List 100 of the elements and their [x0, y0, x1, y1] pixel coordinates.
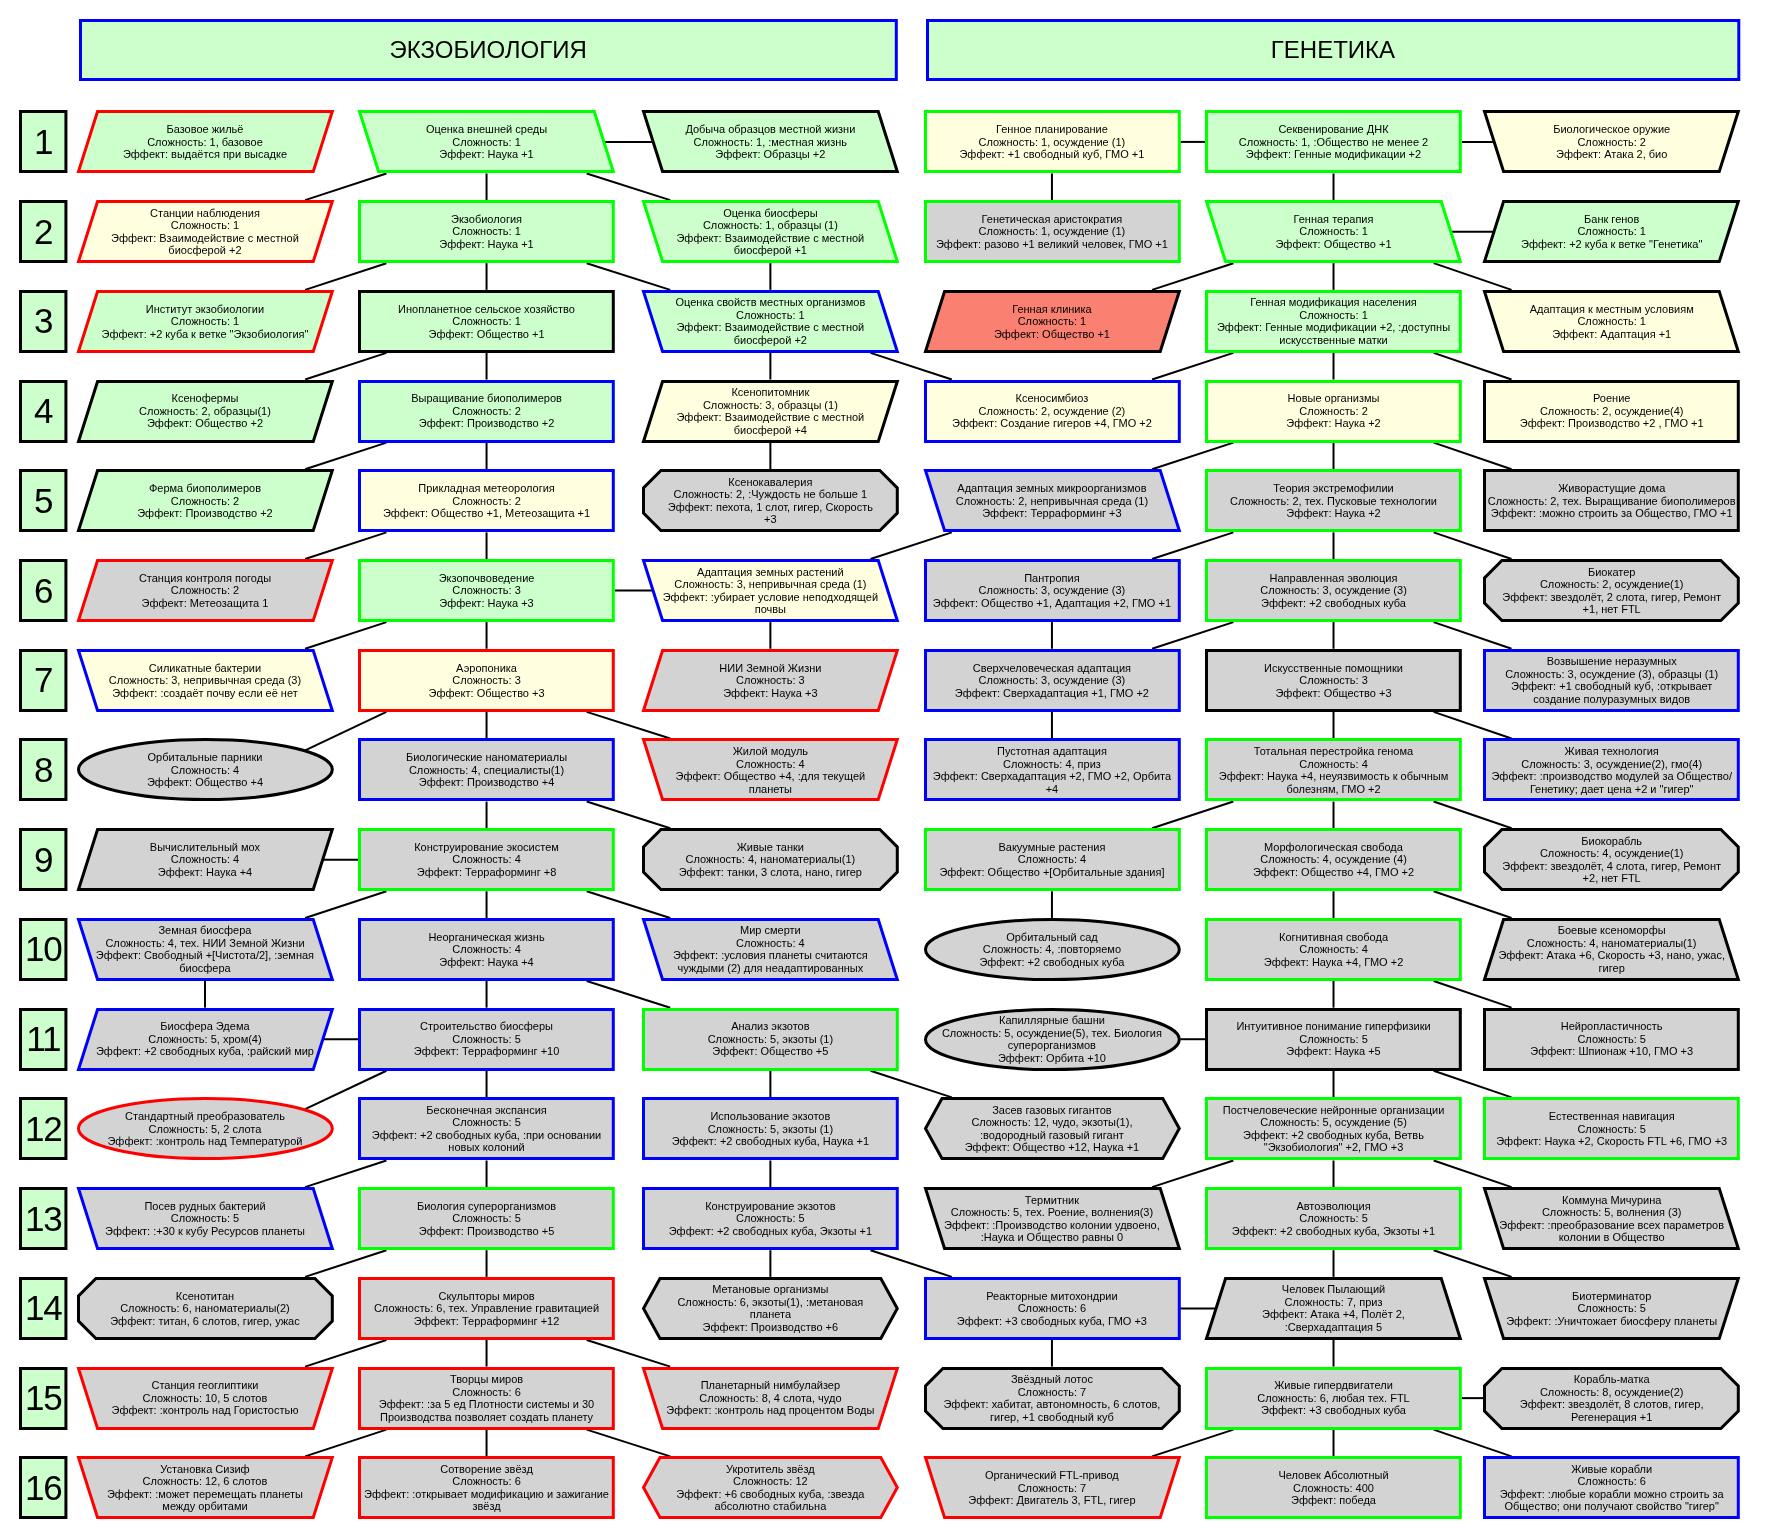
effect-text: Эффект: :может перемещать планеты между орбитами [105, 1487, 304, 1513]
cost-text: Сложность: 3 [736, 674, 805, 687]
tech-name: Искусственные помощники [1264, 661, 1403, 675]
tech-name: Укротитель звёзд [726, 1462, 815, 1476]
tech-name: Конструирование экзотов [705, 1199, 836, 1213]
tech-box [358, 917, 615, 981]
tech-name: Биологическое оружие [1553, 123, 1671, 136]
cost-text: Сложность: 3, непривычная среда (1) [674, 578, 867, 591]
effect-text: Эффект: +2 свободных куба [1261, 596, 1406, 610]
connector-line [769, 262, 772, 291]
cost-text: Сложность: 1 [170, 315, 240, 328]
effect-text: Эффект: звездолёт, 2 слота, гигер, Ремонт +1, нет FTL [1502, 590, 1722, 616]
connector-line [485, 621, 488, 650]
cost-text: Сложность: 4 [452, 853, 521, 866]
tech-name: Биокорабль [1581, 834, 1643, 848]
cost-text: Сложность: 2 [1299, 404, 1368, 418]
effect-text: Эффект: Атака +4, Полёт 2, :Сверхадаптация 5 [1261, 1308, 1406, 1334]
effect-text: Эффект: :+30 к кубу Ресурсов планеты [105, 1224, 305, 1238]
tech-trapezoid [1483, 1276, 1741, 1340]
connector-line [1332, 710, 1335, 740]
tech-name: Новые организмы [1287, 392, 1380, 405]
connector-line [485, 1069, 488, 1099]
tier-number: 11 [26, 1019, 61, 1060]
connector-line [1050, 621, 1053, 650]
effect-text: Эффект: Производство +5 [418, 1224, 555, 1238]
tech-name: Человек Абсолютный [1278, 1469, 1389, 1482]
connector-line [585, 262, 672, 291]
effect-text: Эффект: Наука +1 [439, 237, 534, 251]
effect-text: Эффект: хабитат, автономность, 6 слотов, гигер, +1 свободный куб [942, 1398, 1162, 1424]
connector-line [304, 441, 388, 471]
cost-text: Сложность: 3, осуждение(2), гмо(4) [1521, 757, 1703, 770]
tier-number: 10 [24, 929, 62, 970]
tech-name: Экзопочвоведение [438, 571, 535, 585]
tech-name: Анализ экзотов [731, 1020, 810, 1033]
tech-name: Тотальная перестройка генома [1253, 745, 1414, 758]
cost-text: Сложность: 4 [1017, 853, 1087, 866]
tier-number-box [19, 469, 68, 533]
cost-text: Сложность: 4 [170, 763, 240, 777]
tech-parallelogram [76, 469, 334, 533]
connector-line [204, 980, 206, 1009]
cost-text: Сложность: 5, волнения (3) [1541, 1206, 1682, 1219]
tech-box [358, 289, 615, 353]
tech-box [1205, 289, 1462, 353]
cost-text: Сложность: 4 [170, 853, 240, 866]
connector-line [1432, 1069, 1513, 1099]
effect-text: Эффект: выдаётся при высадке [122, 148, 288, 161]
effect-text: Эффект: Производство +6 [702, 1320, 839, 1334]
connector-line [304, 531, 388, 561]
effect-text: Эффект: Общество +2 [146, 417, 263, 430]
tech-octagon [923, 1366, 1181, 1430]
tier-number: 1 [34, 121, 53, 162]
cost-text: Сложность: 7 [1017, 1385, 1087, 1399]
cost-text: Сложность: 1, :Общество не менее 2 [1238, 135, 1429, 149]
tech-box [358, 559, 615, 623]
effect-text: Эффект: Общество +1 [993, 327, 1110, 341]
cost-text: Сложность: 4 [736, 936, 805, 950]
tech-box [1205, 917, 1462, 981]
cost-text: Сложность: 8, осуждение(2) [1539, 1385, 1684, 1399]
effect-text: Эффект: +2 свободных куба, :райский мир [95, 1045, 314, 1058]
tech-name: Скульпторы миров [438, 1289, 535, 1303]
cost-text: Сложность: 1, осуждение (1) [978, 135, 1126, 149]
tech-parallelogram [641, 110, 899, 174]
tech-trapezoid [1205, 1276, 1462, 1340]
effect-text: Эффект: Орбита +10 [997, 1051, 1106, 1065]
tier-number: 12 [24, 1108, 62, 1149]
cost-text: Сложность: 2, осуждение(4) [1539, 404, 1684, 418]
effect-text: Эффект: Общество +1 [1275, 237, 1392, 251]
tech-box [641, 1187, 899, 1251]
cost-text: Сложность: 4, :повторяемо [982, 943, 1121, 956]
effect-text: Эффект: Общество +12, Наука +1 [964, 1141, 1140, 1154]
cost-text: Сложность: 1 [170, 219, 240, 232]
cost-text: Сложность: 6, тех. Управление гравитацией [373, 1302, 600, 1315]
tier-number-box [19, 379, 68, 443]
connector-line [1332, 441, 1335, 471]
tech-name: Банк генов [1584, 212, 1640, 226]
tech-octagon [1483, 559, 1741, 623]
connector-line [1332, 351, 1335, 381]
tech-name: Биосфера Эдема [160, 1020, 250, 1033]
tech-box [923, 110, 1181, 174]
tech-name: Секвенирование ДНК [1278, 123, 1389, 136]
cost-text: Сложность: 1 [452, 225, 521, 238]
effect-text: Эффект: +2 свободных куба, Наука +1 [671, 1135, 869, 1148]
connector-line [869, 351, 953, 381]
tech-name: Адаптация к местным условиям [1529, 302, 1694, 316]
effect-text: Эффект: Генные модификации +2, :доступны искусственные матки [1215, 321, 1452, 347]
tier-number-box [19, 200, 68, 264]
cost-text: Сложность: 6, наноматериалы(2) [120, 1302, 290, 1315]
tech-trapezoid [641, 738, 899, 802]
effect-text: Эффект: Производство +2 , ГМО +1 [1519, 417, 1704, 430]
tier-number-box [19, 648, 68, 712]
tech-name: Орбитальный сад [1006, 930, 1098, 944]
connector-line [1432, 262, 1513, 291]
effect-text: Эффект: Терраформинг +12 [413, 1314, 560, 1328]
tech-name: Институт экзобиологии [145, 302, 265, 316]
tier-number: 8 [34, 750, 53, 790]
cost-text: Сложность: 3, осуждение (3) [978, 584, 1126, 597]
effect-text: Эффект: :условия планеты считаются чуждыми (2) для неадаптированных [671, 949, 869, 975]
connector-line [1332, 531, 1335, 561]
connector-line [585, 1338, 672, 1368]
effect-text: Эффект: Наука +4, ГМО +2 [1263, 955, 1404, 969]
